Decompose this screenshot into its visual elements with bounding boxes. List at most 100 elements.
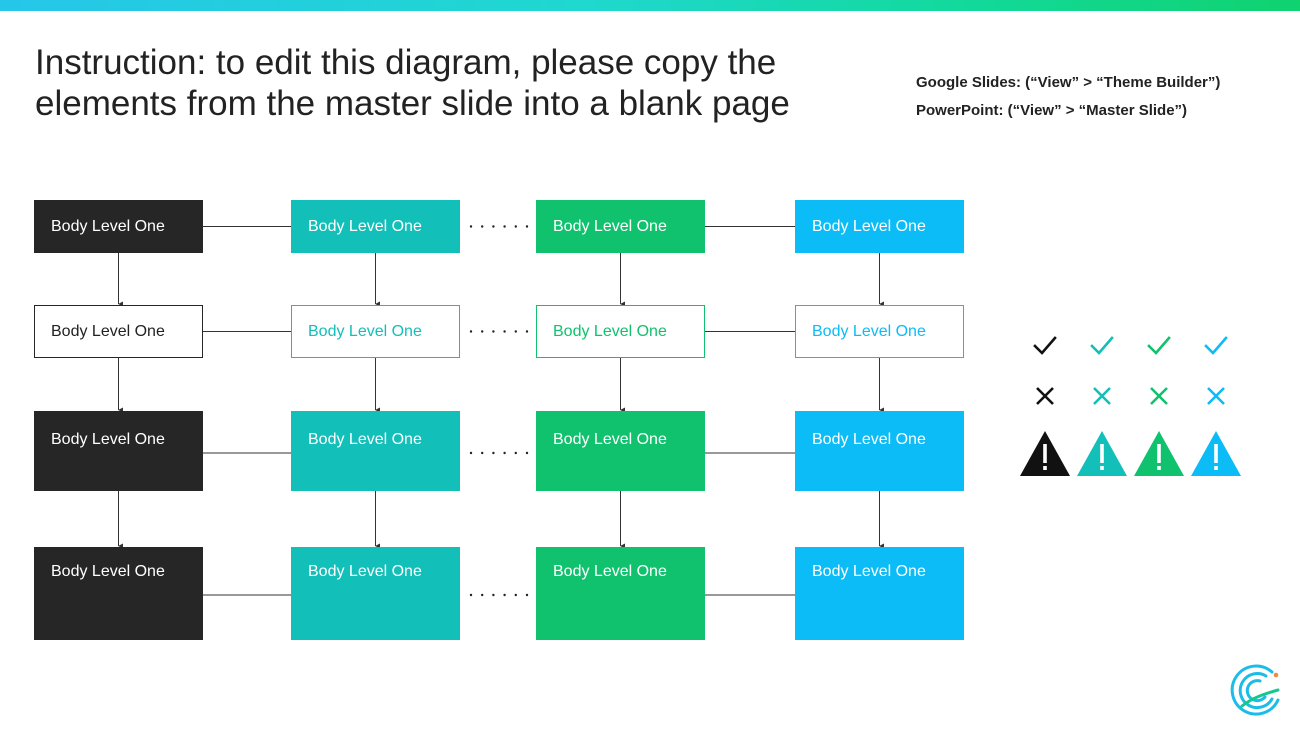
box-label: Body Level One: [553, 218, 667, 235]
connector-dot: [481, 225, 484, 228]
box-shape: [536, 305, 705, 358]
box-label: Body Level One: [553, 323, 667, 340]
cross-icon: [1093, 387, 1111, 405]
check-icon: [1033, 336, 1057, 355]
warning-icon: [1077, 431, 1127, 476]
check-icon: [1204, 336, 1228, 355]
box-shape: [291, 305, 460, 358]
body-box: Body Level One: [536, 547, 705, 640]
box-shape: [536, 200, 705, 253]
box-label: Body Level One: [51, 563, 165, 580]
box-label: Body Level One: [553, 431, 667, 448]
box-label: Body Level One: [51, 431, 165, 448]
connector-dot: [503, 330, 506, 333]
body-box: Body Level One: [795, 547, 964, 640]
connector-dot: [525, 451, 529, 455]
brand-logo-icon: [1230, 664, 1280, 716]
warning-icon: [1191, 431, 1241, 476]
connector-dot: [492, 451, 495, 455]
dotted-connector: [469, 330, 529, 333]
box-label: Body Level One: [51, 323, 165, 340]
box-shape: [34, 200, 203, 253]
box-shape: [34, 305, 203, 358]
box-shape: [536, 411, 705, 491]
box-shape: [795, 305, 964, 358]
body-box: Body Level One: [536, 200, 705, 253]
connector-dot: [514, 451, 517, 455]
connector-dot: [514, 225, 517, 228]
box-shape: [34, 547, 203, 640]
box-label: Body Level One: [308, 563, 422, 580]
warning-icon: [1134, 431, 1184, 476]
connector-dot: [514, 593, 517, 597]
cross-icon: [1150, 387, 1168, 405]
connector-dot: [469, 593, 473, 597]
body-box: Body Level One: [34, 305, 203, 358]
connector-dot: [503, 451, 506, 455]
connector-dot: [469, 225, 473, 228]
box-shape: [291, 547, 460, 640]
body-box: Body Level One: [291, 305, 460, 358]
body-box: Body Level One: [291, 547, 460, 640]
connector-dot: [492, 225, 495, 228]
body-box: Body Level One: [291, 200, 460, 253]
warning-icon: [1020, 431, 1070, 476]
google-slides-instruction: Google Slides: (“View” > “Theme Builder”…: [916, 74, 1221, 91]
box-shape: [291, 411, 460, 491]
powerpoint-instruction: PowerPoint: (“View” > “Master Slide”): [916, 102, 1188, 119]
connector-dot: [525, 593, 529, 597]
connector-dot: [481, 330, 484, 333]
box-shape: [291, 200, 460, 253]
slide-title: Instruction: to edit this diagram, pleas…: [35, 42, 855, 124]
body-box: Body Level One: [536, 411, 705, 491]
check-icon: [1147, 336, 1171, 355]
dotted-connector: [469, 593, 529, 597]
dotted-connector: [469, 225, 529, 228]
connector-dot: [481, 593, 484, 597]
box-label: Body Level One: [812, 323, 926, 340]
status-icon-legend: [1020, 336, 1241, 476]
connector-dot: [481, 451, 484, 455]
box-shape: [536, 547, 705, 640]
box-label: Body Level One: [308, 218, 422, 235]
connector-dot: [492, 330, 495, 333]
connector-dot: [469, 330, 473, 333]
cross-icon: [1207, 387, 1225, 405]
box-label: Body Level One: [308, 431, 422, 448]
body-box: Body Level One: [795, 411, 964, 491]
box-label: Body Level One: [308, 323, 422, 340]
connector-dot: [492, 593, 495, 597]
connector-layer: [118, 225, 885, 597]
box-label: Body Level One: [812, 431, 926, 448]
body-box: Body Level One: [34, 200, 203, 253]
box-label: Body Level One: [553, 563, 667, 580]
box-shape: [795, 547, 964, 640]
connector-dot: [514, 330, 517, 333]
box-label: Body Level One: [812, 563, 926, 580]
connector-dot: [469, 451, 473, 455]
cross-icon: [1036, 387, 1054, 405]
brand-logo-icon: [1230, 664, 1280, 716]
edit-instructions: Google Slides: (“View” > “Theme Builder”…: [916, 69, 1220, 125]
body-box: Body Level One: [34, 411, 203, 491]
body-box: Body Level One: [291, 411, 460, 491]
body-box: Body Level One: [795, 200, 964, 253]
body-box: Body Level One: [536, 305, 705, 358]
connector-dot: [525, 225, 529, 228]
box-shape: [795, 411, 964, 491]
check-icon: [1090, 336, 1114, 355]
box-shape: [795, 200, 964, 253]
body-box: Body Level One: [34, 547, 203, 640]
top-gradient-bar: [0, 0, 1300, 11]
connector-dot: [503, 225, 506, 228]
box-label: Body Level One: [812, 218, 926, 235]
connector-dot: [525, 330, 529, 333]
box-label: Body Level One: [51, 218, 165, 235]
box-shape: [34, 411, 203, 491]
dotted-connector: [469, 451, 529, 455]
connector-dot: [503, 593, 506, 597]
slide-title-line-2: elements from the master slide into a bl…: [35, 84, 790, 123]
